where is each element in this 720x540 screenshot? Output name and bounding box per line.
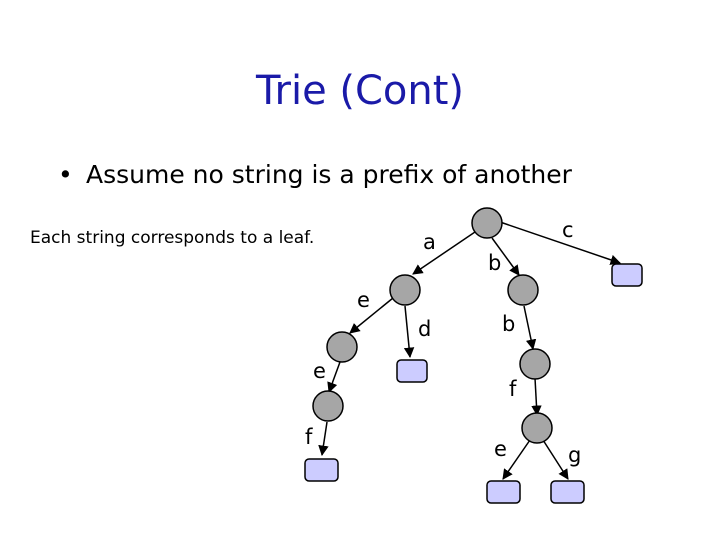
edge-root-to-a (412, 231, 476, 275)
edge-bbf-to-e (502, 439, 531, 480)
edge-label-d: d (418, 317, 431, 341)
edge-label-e-second: e (313, 359, 326, 383)
edge-root-to-c (499, 221, 621, 265)
edge-label-e: e (357, 288, 370, 312)
trie-leaf-ad (396, 359, 428, 383)
bullet-item: • Assume no string is a prefix of another (58, 160, 572, 189)
edge-label-c: c (562, 218, 574, 242)
edge-root-to-b (491, 237, 520, 276)
edge-a-to-e (349, 297, 394, 334)
edge-bb-to-f (531, 377, 542, 417)
trie-node-ae (326, 331, 358, 363)
trie-leaf-aeef (304, 458, 339, 482)
trie-node-b (507, 274, 539, 306)
edge-label-f-right: f (509, 377, 517, 401)
edge-label-b-second: b (502, 312, 515, 336)
edge-label-e-third: e (494, 437, 507, 461)
edge-bbf-to-g (542, 439, 569, 480)
leaf-note: Each string corresponds to a leaf. (30, 228, 315, 248)
trie-leaf-c (611, 263, 643, 287)
trie-leaf-bbfg (550, 480, 585, 504)
slide-title: Trie (Cont) (255, 68, 465, 114)
edge-label-g: g (568, 443, 581, 467)
edge-aee-to-f (318, 421, 329, 457)
trie-node-aee (312, 390, 344, 422)
edge-ae-to-e (327, 361, 341, 393)
trie-node-a (389, 274, 421, 306)
bullet-text: Assume no string is a prefix of another (86, 160, 572, 189)
trie-node-root (471, 207, 503, 239)
edge-a-to-d (403, 305, 415, 359)
edge-label-a: a (423, 230, 436, 254)
edge-label-f-left: f (305, 425, 313, 449)
bullet-dot: • (58, 160, 73, 189)
trie-leaf-bbfe (486, 480, 521, 504)
trie-node-bbf (521, 412, 553, 444)
trie-node-bb (519, 348, 551, 380)
edge-b-to-b (523, 305, 537, 351)
edge-label-b-root: b (488, 251, 501, 275)
